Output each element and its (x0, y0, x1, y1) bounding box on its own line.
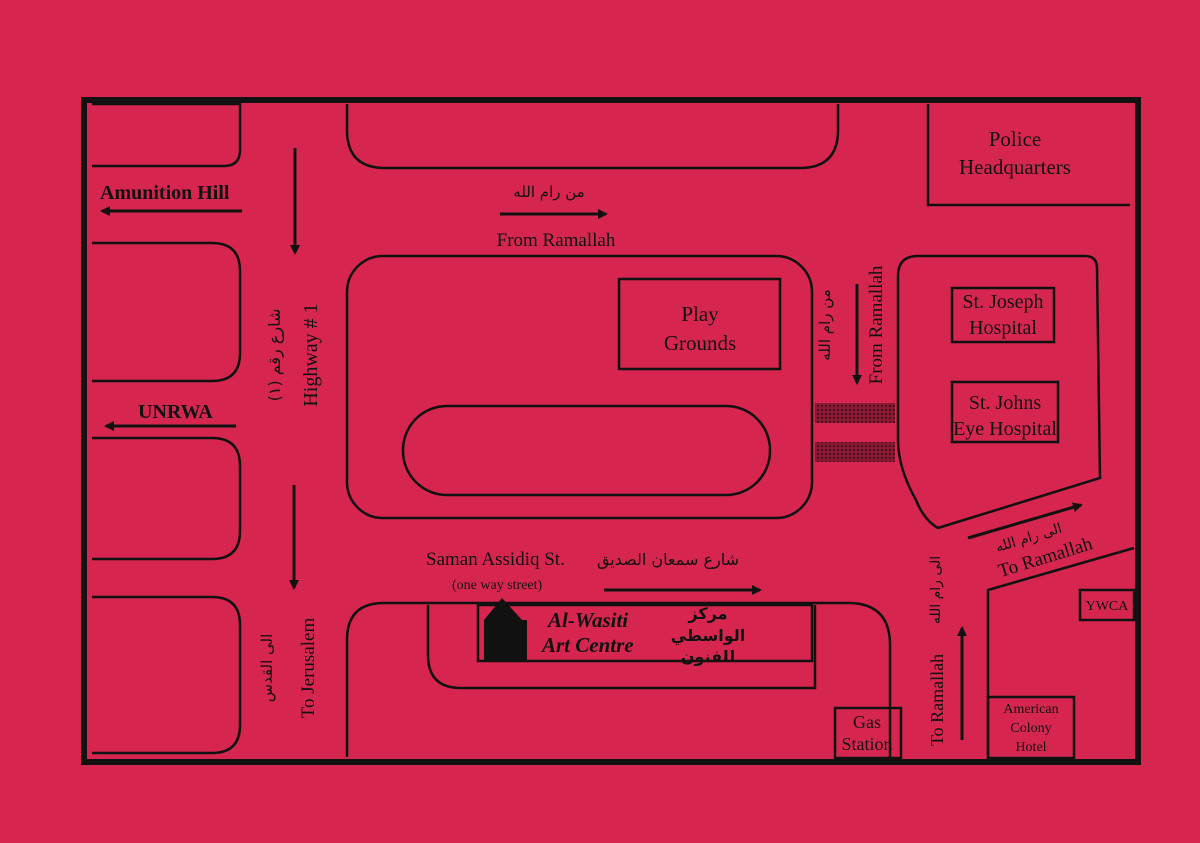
block-top-center (345, 104, 840, 170)
st-johns-box (950, 380, 1060, 444)
gas-station-box (833, 706, 903, 760)
label-st-johns-2: Eye Hospital (953, 418, 1057, 440)
label-american-2: Colony (1010, 721, 1051, 736)
block-bottom-center (345, 601, 892, 757)
wasiti-building-icon (484, 598, 527, 660)
block-left-3 (92, 436, 242, 561)
label-gas-1: Gas (853, 712, 881, 732)
block-left-2 (92, 241, 242, 383)
crosswalk-1 (815, 403, 895, 423)
ywca-box (1078, 588, 1136, 622)
label-unrwa: UNRWA (138, 401, 213, 423)
oval-track (401, 404, 772, 497)
label-street-en: Saman Assidiq St. (426, 549, 565, 570)
label-play: Play (681, 302, 719, 326)
label-one-way: (one way street) (452, 578, 543, 593)
label-st-johns-1: St. Johns (969, 392, 1041, 414)
label-ywca: YWCA (1086, 599, 1130, 614)
label-gas-2: Station (841, 734, 892, 754)
label-police-2: Headquarters (959, 155, 1071, 179)
block-left-4 (92, 595, 242, 755)
label-from-ramallah-top: From Ramallah (497, 230, 616, 251)
label-american-3: Hotel (1015, 740, 1046, 755)
play-grounds-box (617, 277, 782, 371)
wasiti-inner-block (426, 605, 817, 690)
wasiti-box (476, 603, 814, 663)
label-wasiti-ar-1: مركز (687, 604, 727, 623)
hospital-block (896, 254, 1102, 530)
label-wasiti-ar-2: الواسطي (671, 626, 746, 646)
label-wasiti-ar-3: للفنون (681, 647, 735, 666)
label-police-1: Police (989, 127, 1042, 151)
label-street-ar: شارع سمعان الصديق (597, 550, 739, 570)
label-grounds: Grounds (664, 331, 736, 355)
label-american-1: American (1003, 702, 1058, 717)
label-to-ramallah-bottom: To Ramallah (927, 654, 947, 746)
police-block (926, 104, 1130, 207)
label-from-ramallah-side: From Ramallah (866, 265, 887, 384)
central-block (345, 254, 814, 520)
map-frame (81, 97, 1141, 765)
label-st-joseph-1: St. Joseph (962, 291, 1043, 313)
label-amunition-hill: Amunition Hill (100, 182, 230, 204)
label-from-ramallah-top-ar: من رام الله (513, 183, 584, 201)
label-wasiti-2: Art Centre (540, 633, 634, 657)
label-st-joseph-2: Hospital (969, 317, 1037, 339)
label-to-jerusalem: To Jerusalem (298, 618, 319, 719)
block-left-1 (92, 102, 242, 168)
label-wasiti-1: Al-Wasiti (546, 608, 628, 632)
arrow-to-ramallah-diagonal (967, 502, 1083, 540)
label-highway-ar: شارع رقم (١) (265, 309, 285, 402)
label-to-jerusalem-ar: الى القدس (258, 634, 276, 703)
label-to-ramallah-bottom-ar: الى رام الله (928, 556, 944, 624)
crosswalk-2 (815, 442, 895, 462)
american-colony-box (986, 695, 1076, 760)
label-highway: Highway # 1 (300, 303, 322, 406)
label-from-ramallah-side-ar: من رام الله (816, 289, 834, 360)
st-joseph-box (950, 286, 1056, 344)
